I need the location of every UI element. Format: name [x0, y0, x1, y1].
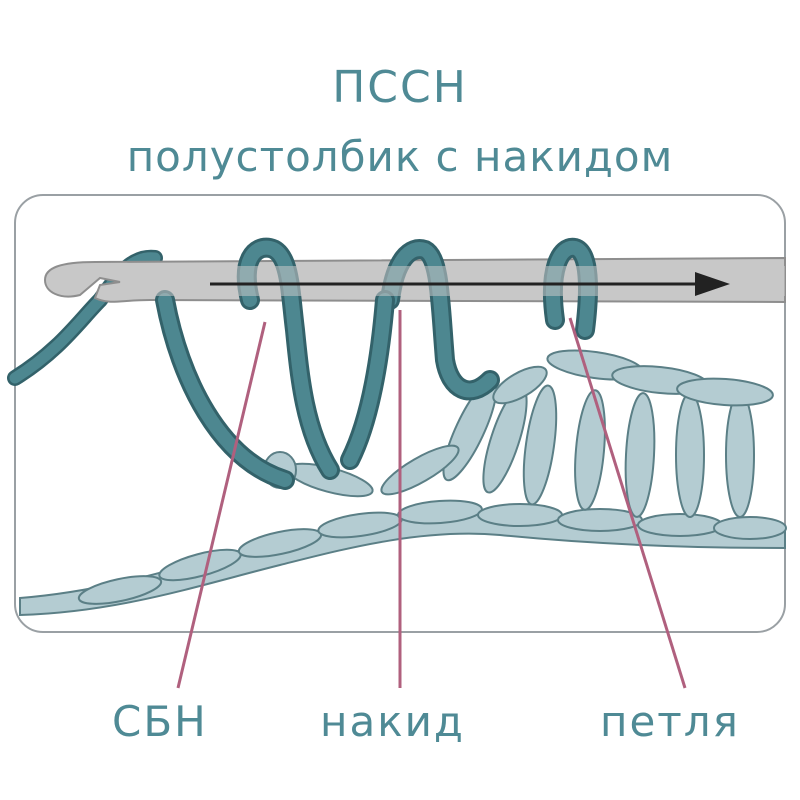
- pointer-lines: [176, 310, 687, 689]
- label-sbn: СБН: [112, 697, 208, 746]
- label-petlya: петля: [600, 697, 740, 746]
- label-nakid: накид: [320, 697, 465, 746]
- base-chain: [19, 499, 787, 617]
- diagram-title-abbreviation: ПССН: [332, 62, 468, 113]
- hook-shaft-front: [150, 266, 785, 296]
- pointer-line-petlya: [568, 317, 687, 689]
- pointer-line-sbn: [176, 321, 267, 689]
- direction-arrow-icon: [210, 272, 730, 296]
- diagram-title-full: полустолбик с накидом: [126, 132, 674, 181]
